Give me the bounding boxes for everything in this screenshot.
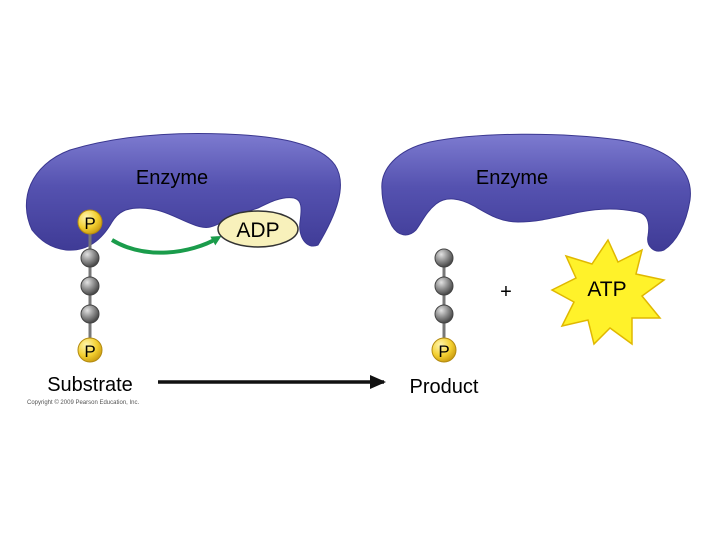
enzyme-left-label: Enzyme (136, 167, 208, 189)
phosphate-bottom-right-label: P (438, 342, 449, 361)
phosphate-top-left-label: P (84, 214, 95, 233)
phosphate-bottom-right: P (431, 337, 457, 363)
enzyme-right (381, 133, 691, 252)
substrate-bead (80, 248, 100, 268)
product-chain (434, 248, 454, 350)
phosphate-transfer-arrow (110, 236, 222, 255)
phosphate-bottom-left-label: P (84, 342, 95, 361)
substrate-chain (80, 222, 100, 350)
adp-molecule: ADP (217, 210, 299, 248)
adp-label: ADP (236, 219, 279, 242)
substrate-bead (80, 304, 100, 324)
product-label: Product (410, 376, 479, 398)
phosphate-bottom-left: P (77, 337, 103, 363)
copyright-text: Copyright © 2009 Pearson Education, Inc. (27, 399, 139, 406)
atp-starburst: ATP (550, 238, 666, 346)
product-bead (434, 304, 454, 324)
plus-sign: + (500, 281, 512, 303)
product-bead (434, 276, 454, 296)
substrate-label: Substrate (47, 374, 133, 396)
phosphate-top-left: P (77, 209, 103, 235)
substrate-bead (80, 276, 100, 296)
enzyme-right-label: Enzyme (476, 167, 548, 189)
enzyme-left (25, 132, 341, 251)
atp-label: ATP (587, 278, 626, 301)
product-bead (434, 248, 454, 268)
